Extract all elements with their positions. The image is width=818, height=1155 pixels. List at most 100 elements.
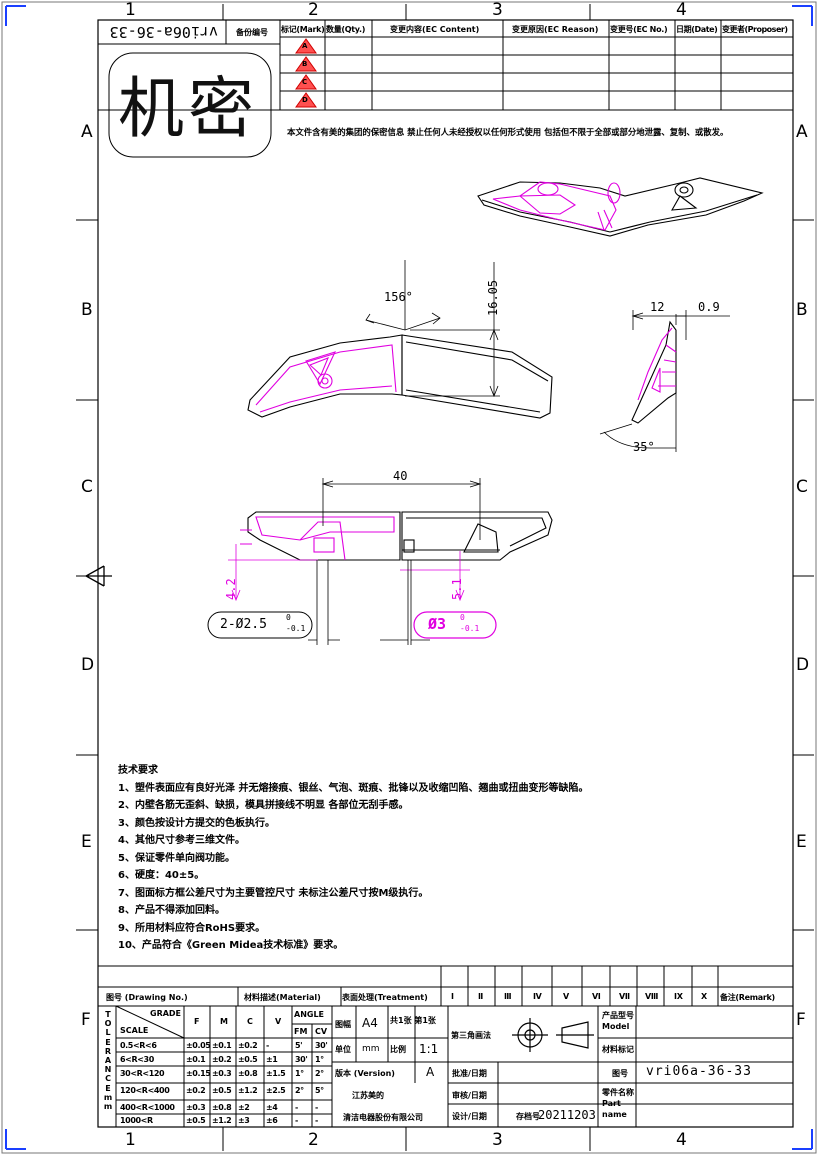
row-label: A (796, 122, 808, 142)
tb-col-ii: Ⅱ (478, 992, 484, 1001)
tb-drawing-no-label: 图号 (Drawing No.) (106, 993, 188, 1002)
scale-label: SCALE (120, 1026, 149, 1035)
grade-v: V (275, 1017, 282, 1026)
dim-hole-right-tol-upper: 0 (460, 613, 465, 622)
title-block-grid (97, 965, 794, 1128)
tolerance-value: ±0.3 (186, 1103, 206, 1112)
dim-thickness-0-9: 0.9 (698, 300, 720, 314)
tech-note-item: 7、图面标方框公差尺寸为主要管控尺寸 未标注公差尺寸按M级执行。 (118, 887, 429, 899)
tolerance-value: ±0.1 (212, 1041, 232, 1050)
tech-note-item: 9、所用材料应符合RoHS要求。 (118, 922, 266, 934)
tolerance-value: ±6 (266, 1116, 278, 1125)
grade-c: C (247, 1017, 253, 1026)
column-label: 1 (125, 1130, 136, 1150)
tolerance-value: 5° (315, 1086, 324, 1095)
mark-c: C (302, 78, 308, 86)
grade-m: M (220, 1017, 228, 1026)
confidential-stamp: 机密 (118, 70, 258, 147)
tolerance-value: 30' (315, 1041, 328, 1050)
dim-height-5-1: 5.1 (450, 578, 464, 600)
tolerance-value: ±2.5 (266, 1086, 286, 1095)
row-label: F (81, 1010, 91, 1030)
tb-col-vii: Ⅶ (619, 992, 631, 1001)
column-label: 1 (125, 0, 136, 20)
corner-marks (5, 5, 813, 1150)
row-label: C (81, 477, 93, 497)
row-label: B (81, 300, 93, 320)
bottom-view (207, 478, 553, 645)
tb-col-ix: Ⅸ (674, 992, 683, 1001)
revision-table-grid (97, 19, 794, 111)
drawing-frame (97, 19, 794, 1128)
tolerance-value: ±0.5 (238, 1055, 258, 1064)
projection-symbol (512, 1018, 594, 1052)
tolerance-value: ±1.5 (266, 1069, 286, 1078)
scale-cn-label: 比例 (390, 1045, 406, 1054)
dim-hole-left: 2-Ø2.5 (220, 617, 267, 632)
confidential-stamp-frame (108, 52, 272, 158)
tb-col-iv: Ⅳ (533, 992, 542, 1001)
rev-header-date: 日期(Date) (676, 25, 718, 34)
tolerance-value: 30' (295, 1055, 308, 1064)
backup-number-label: 备份编号 (236, 28, 268, 37)
row-label: C (796, 477, 808, 497)
tech-note-item: 8、产品不得添加回料。 (118, 905, 225, 916)
row-label: B (796, 300, 808, 320)
iso-view (477, 177, 764, 237)
tolerance-value: ±2 (238, 1103, 250, 1112)
tolerance-value: ±0.05 (186, 1041, 211, 1050)
tolerance-value: ±0.5 (212, 1086, 232, 1095)
review-label: 审核/日期 (452, 1091, 487, 1100)
tolerance-value: - (315, 1103, 318, 1112)
tb-remark-label: 备注(Remark) (720, 993, 775, 1002)
rev-header-qty: 数量(Qty.) (326, 25, 366, 34)
approve-label: 批准/日期 (452, 1069, 487, 1078)
archive-value: 20211203 (538, 1108, 596, 1122)
tb-treatment-label: 表面处理(Treatment) (342, 993, 428, 1002)
row-label: E (81, 832, 92, 852)
tolerance-value: ±1.2 (238, 1086, 258, 1095)
mark-b: B (302, 60, 308, 68)
tb-col-v: Ⅴ (563, 992, 570, 1001)
tolerance-value: ±4 (266, 1103, 278, 1112)
tolerance-value: ±0.8 (212, 1103, 232, 1112)
tolerance-value: ±0.1 (186, 1055, 206, 1064)
dim-length-40: 40 (393, 469, 408, 483)
mark-a: A (302, 42, 308, 50)
drawing-no-label: 图号 (612, 1069, 628, 1078)
dim-hole-left-tol-upper: 0 (286, 613, 291, 622)
tb-col-x: Ⅹ (701, 992, 708, 1001)
tolerance-value: 2° (295, 1086, 304, 1095)
tech-notes: 技术要求 1、塑件表面应有良好光泽 并无熔接痕、银丝、气泡、斑痕、批锋以及收缩凹… (118, 762, 588, 955)
column-label: 3 (492, 1130, 503, 1150)
tolerance-value: ±1.2 (212, 1116, 232, 1125)
tolerance-vertical-label: TOLERANCE mm (103, 1010, 113, 1112)
material-mark-label: 材料标记 (602, 1045, 634, 1054)
tolerance-value: 1° (315, 1055, 324, 1064)
tech-note-item: 2、内壁各筋无歪斜、缺损，模具拼接线不明显 各部位无刮手感。 (118, 800, 409, 811)
column-label: 3 (492, 0, 503, 20)
tb-col-i: Ⅰ (451, 992, 454, 1001)
version-value: A (426, 1065, 435, 1079)
tolerance-value: - (295, 1116, 298, 1125)
mark-triangles (295, 38, 317, 108)
tolerance-value: 2° (315, 1069, 324, 1078)
dim-height-4-2: 4.2 (224, 578, 238, 600)
dim-width-12: 12 (650, 300, 665, 314)
zone-ticks (76, 4, 814, 1151)
tech-note-item: 3、颜色按设计方提交的色板执行。 (118, 817, 275, 829)
row-label: D (81, 655, 95, 675)
tb-col-viii: Ⅷ (645, 992, 659, 1001)
tolerance-range: 1000<R (120, 1116, 153, 1125)
angle-label: ANGLE (294, 1010, 325, 1019)
tech-note-item: 5、保证零件单向阀功能。 (118, 852, 235, 864)
tolerance-value: 5' (295, 1041, 303, 1050)
confidential-notice: 本文件含有美的集团的保密信息 禁止任何人未经授权以任何形式使用 包括但不限于全部… (287, 127, 729, 137)
tolerance-value: - (266, 1041, 269, 1050)
rev-header-ecno: 变更号(EC No.) (610, 25, 668, 34)
dim-hole-right: Ø3 (428, 615, 447, 633)
angle-cv: CV (315, 1027, 328, 1036)
tolerance-range: 6<R<30 (120, 1055, 154, 1064)
